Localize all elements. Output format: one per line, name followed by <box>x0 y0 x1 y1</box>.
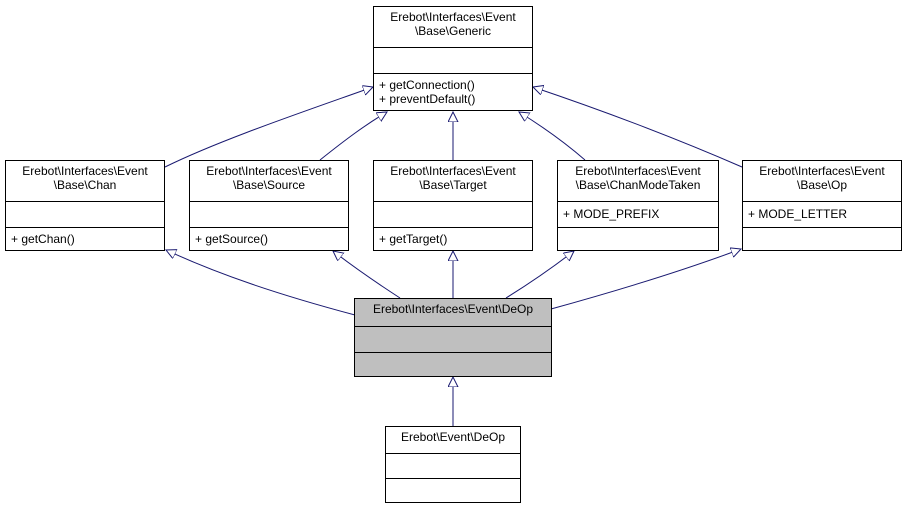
method-get-connection: + getConnection() <box>379 78 475 92</box>
edge-chan-to-generic <box>164 87 373 168</box>
method-get-chan: + getChan() <box>11 232 75 246</box>
method-get-source: + getSource() <box>195 232 269 246</box>
methods-section <box>743 227 901 250</box>
methods-section: + getTarget() <box>374 227 532 250</box>
class-name-line: \Base\Target <box>419 178 487 192</box>
methods-section: + getChan() <box>6 227 164 250</box>
class-name-line: Erebot\Event\DeOp <box>400 430 506 444</box>
class-name: Erebot\Interfaces\Event \Base\ChanModeTa… <box>558 161 718 201</box>
class-name-line: Erebot\Interfaces\Event <box>390 164 516 178</box>
edge-deop-iface-to-op <box>550 249 741 310</box>
class-name-line: Erebot\Interfaces\Event <box>22 164 148 178</box>
attribute-mode-prefix: + MODE_PREFIX <box>563 207 660 221</box>
attributes-section <box>190 201 348 227</box>
edge-deop-iface-to-chanmodetaken <box>505 251 574 299</box>
class-name-line: Erebot\Interfaces\Event\DeOp <box>372 302 534 316</box>
methods-section <box>558 227 718 250</box>
class-box-deop[interactable]: Erebot\Event\DeOp <box>385 426 521 503</box>
class-name-line: Erebot\Interfaces\Event <box>390 10 516 24</box>
class-name-line: \Base\ChanModeTaken <box>575 178 701 192</box>
class-name: Erebot\Interfaces\Event\DeOp <box>355 299 551 326</box>
class-name-line: \Base\Source <box>232 178 306 192</box>
attribute-mode-letter: + MODE_LETTER <box>748 207 848 221</box>
edge-source-to-generic <box>319 112 387 161</box>
class-box-op[interactable]: Erebot\Interfaces\Event \Base\Op + MODE_… <box>742 160 902 251</box>
class-box-target[interactable]: Erebot\Interfaces\Event \Base\Target + g… <box>373 160 533 251</box>
method-prevent-default: + preventDefault() <box>379 92 476 106</box>
class-name: Erebot\Interfaces\Event \Base\Generic <box>374 7 532 47</box>
methods-section <box>355 352 551 376</box>
attributes-section <box>355 326 551 352</box>
methods-section: + getConnection() + preventDefault() <box>374 73 532 110</box>
attributes-section <box>386 453 520 478</box>
class-name: Erebot\Interfaces\Event \Base\Target <box>374 161 532 201</box>
edge-op-to-generic <box>533 87 743 168</box>
edge-chanmodetaken-to-generic <box>519 112 586 161</box>
class-name-line: \Base\Generic <box>414 24 492 38</box>
edge-deop-iface-to-source <box>333 251 401 299</box>
attributes-section: + MODE_PREFIX <box>558 201 718 227</box>
edge-deop-iface-to-chan <box>166 250 356 316</box>
class-name: Erebot\Event\DeOp <box>386 427 520 453</box>
class-name-line: \Base\Op <box>796 178 848 192</box>
methods-section: + getSource() <box>190 227 348 250</box>
class-box-chan[interactable]: Erebot\Interfaces\Event \Base\Chan + get… <box>5 160 165 251</box>
class-box-generic[interactable]: Erebot\Interfaces\Event \Base\Generic + … <box>373 6 533 111</box>
class-name-line: Erebot\Interfaces\Event <box>575 164 701 178</box>
method-get-target: + getTarget() <box>379 232 448 246</box>
attributes-section <box>6 201 164 227</box>
attributes-section <box>374 201 532 227</box>
class-box-chanmodetaken[interactable]: Erebot\Interfaces\Event \Base\ChanModeTa… <box>557 160 719 251</box>
class-name: Erebot\Interfaces\Event \Base\Chan <box>6 161 164 201</box>
methods-section <box>386 478 520 502</box>
class-name-line: \Base\Chan <box>53 178 117 192</box>
class-name: Erebot\Interfaces\Event \Base\Op <box>743 161 901 201</box>
attributes-section <box>374 47 532 73</box>
class-name: Erebot\Interfaces\Event \Base\Source <box>190 161 348 201</box>
class-box-source[interactable]: Erebot\Interfaces\Event \Base\Source + g… <box>189 160 349 251</box>
class-name-line: Erebot\Interfaces\Event <box>759 164 885 178</box>
attributes-section: + MODE_LETTER <box>743 201 901 227</box>
class-box-deop-interface[interactable]: Erebot\Interfaces\Event\DeOp <box>354 298 552 377</box>
class-name-line: Erebot\Interfaces\Event <box>206 164 332 178</box>
